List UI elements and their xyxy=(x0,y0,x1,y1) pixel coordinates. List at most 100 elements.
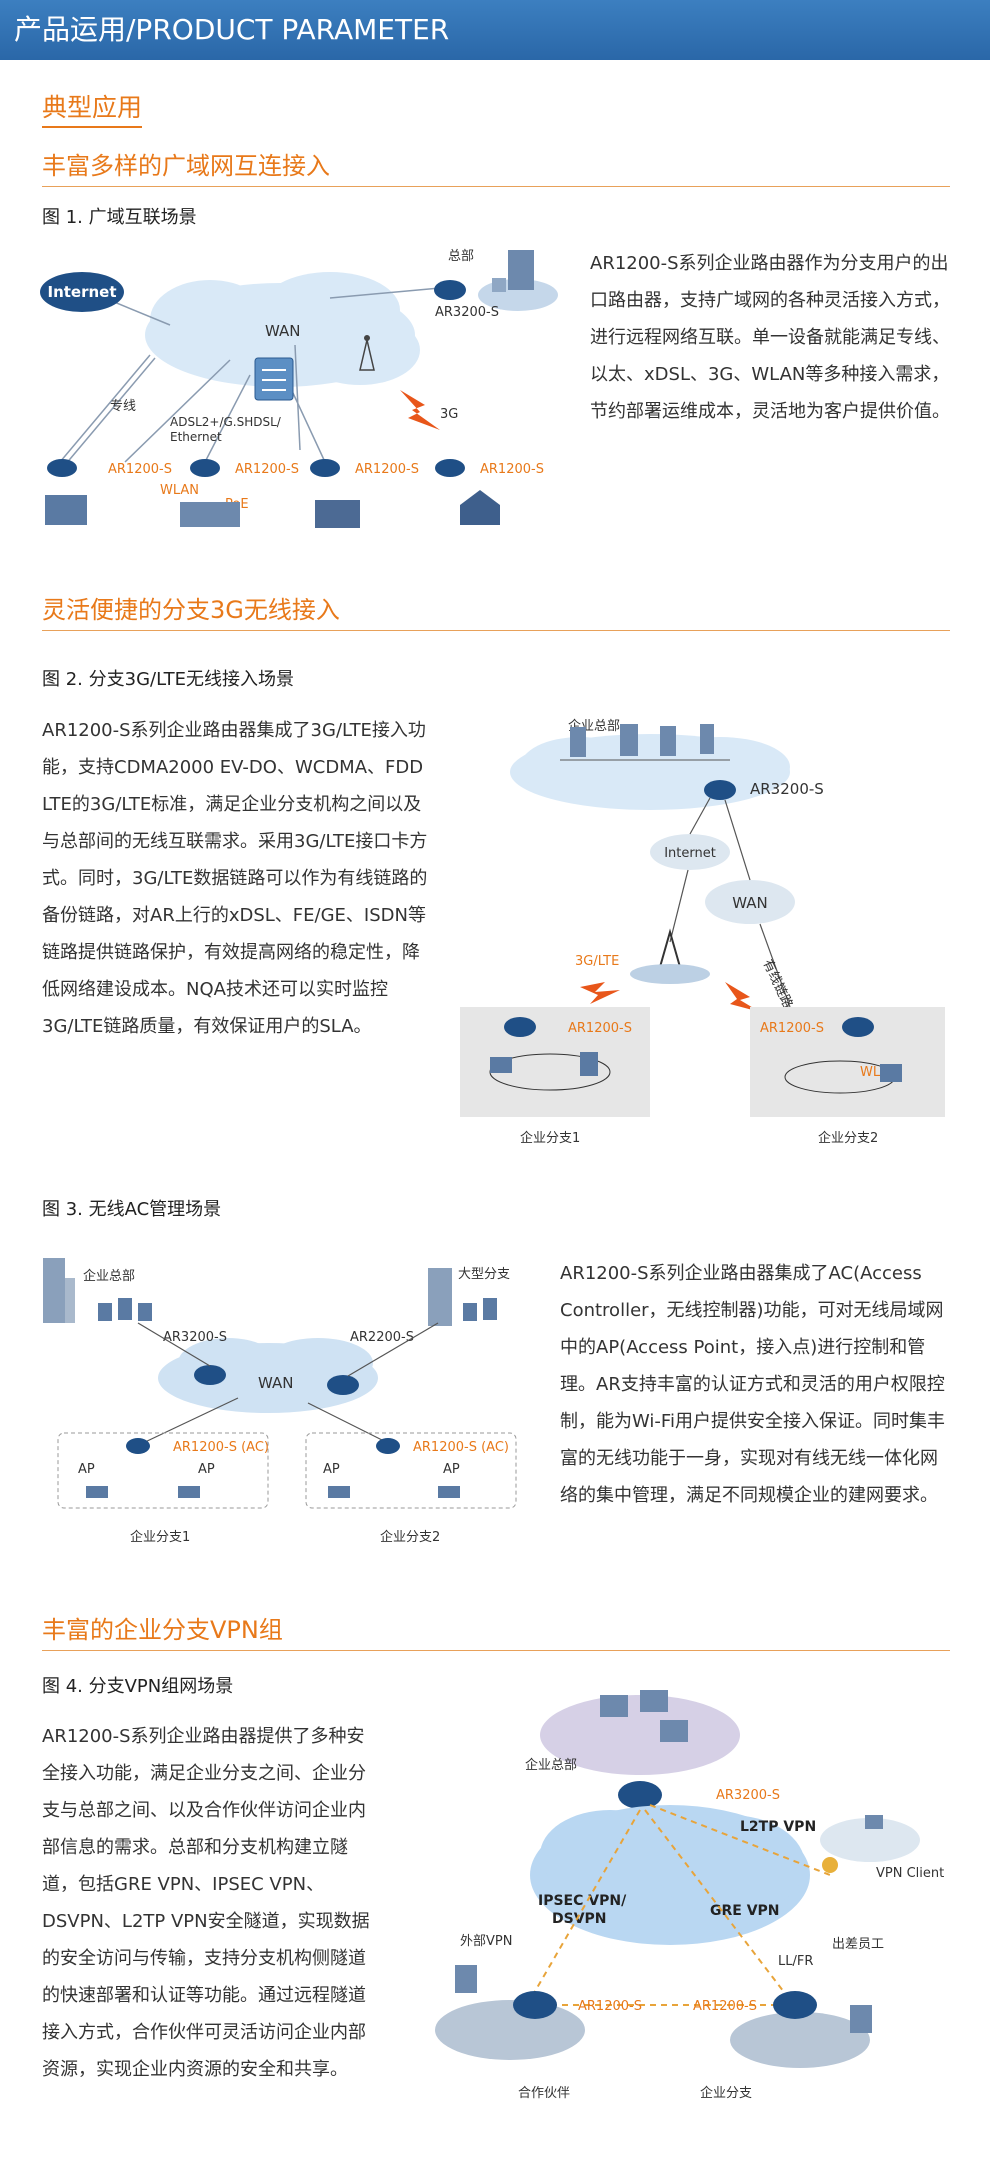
fig2-ar1200-label-1: AR1200-S xyxy=(568,1021,632,1036)
fig2-ar1200-label-2: AR1200-S xyxy=(760,1021,824,1036)
section-title-vpn: 丰富的企业分支VPN组 xyxy=(42,1616,283,1644)
fig2-hq-servers xyxy=(560,724,730,761)
fig2-ar1200-router-1 xyxy=(504,1017,536,1037)
fig2-wired-label: 有线链路 xyxy=(759,957,795,1011)
wlan-label: WLAN xyxy=(160,483,199,498)
fig4-traveler-label: 出差员工 xyxy=(832,1937,884,1952)
fig3-ac-router-2 xyxy=(376,1438,400,1454)
fig3-diagram: 企业总部 大型分支 WAN AR3200-S AR2200-S AR1200-S… xyxy=(43,1258,517,1545)
section-divider xyxy=(42,1650,950,1651)
fig2-diagram: 企业总部 AR3200-S Internet WAN 3G/LTE 有线链路 A… xyxy=(460,718,945,1146)
fig1-diagram: Internet WAN 总部 AR3200-S 3G 专线 ADSL2+/G.… xyxy=(40,249,558,528)
fig2-internet-cloud: Internet xyxy=(650,834,730,870)
fig4-hq-cloud xyxy=(540,1690,740,1775)
fig2-text: AR1200-S系列企业路由器集成了3G/LTE接入功能，支持CDMA2000 … xyxy=(42,720,428,1037)
fig3-ac-label-1: AR1200-S (AC) xyxy=(173,1440,269,1455)
fig4-ar1200-router-left xyxy=(513,1991,557,2019)
fig2-branch1-label: 企业分支1 xyxy=(520,1130,580,1146)
fig3-ar3200-label: AR3200-S xyxy=(163,1330,227,1345)
ar1200-label-4: AR1200-S xyxy=(480,462,544,477)
gateway-icon xyxy=(254,357,294,401)
branch-buildings xyxy=(45,490,500,528)
fig4-vpn-client xyxy=(820,1815,920,1873)
fig3-large-branch-building xyxy=(428,1268,452,1326)
fig4-llfr-label: LL/FR xyxy=(778,1954,813,1969)
3g-label: 3G xyxy=(440,407,458,422)
fig2-hq-cloud xyxy=(510,734,790,810)
fig3-branch1-label: 企业分支1 xyxy=(130,1529,190,1545)
ar1200-label-2: AR1200-S xyxy=(235,462,299,477)
fig4-l2tp-label: L2TP VPN xyxy=(740,1819,816,1835)
svg-text:WAN: WAN xyxy=(732,894,768,912)
fig2-caption: 图 2. 分支3G/LTE无线接入场景 xyxy=(42,669,294,690)
fig4-ar3200-label: AR3200-S xyxy=(716,1788,780,1803)
fig4-caption: 图 4. 分支VPN组网场景 xyxy=(42,1676,234,1697)
fig3-laptops xyxy=(86,1486,460,1498)
fig3-branch-devices-right xyxy=(463,1298,497,1321)
fig3-branch1-box xyxy=(57,1432,269,1509)
section-title-3g: 灵活便捷的分支3G无线接入 xyxy=(42,596,340,624)
wan-cloud xyxy=(145,272,420,387)
fig2-tower-icon xyxy=(630,928,710,984)
antenna-icon xyxy=(359,335,375,371)
fig4-vpn-cloud xyxy=(530,1805,810,1945)
fig2-links xyxy=(669,797,791,1008)
fig4-partner-site xyxy=(435,1965,585,2060)
ar1200-label-3: AR1200-S xyxy=(355,462,419,477)
fig3-ap-label-1: AP xyxy=(78,1462,95,1477)
fig2-lightning-left xyxy=(580,982,620,1004)
fig3-ar2200-router xyxy=(327,1375,359,1395)
ar3200-label: AR3200-S xyxy=(435,305,499,320)
fig3-hq-devices xyxy=(98,1298,152,1321)
ar1200-label-1: AR1200-S xyxy=(108,462,172,477)
fig1-text: AR1200-S系列企业路由器作为分支用户的出口路由器，支持广域网的各种灵活接入… xyxy=(590,253,950,422)
fig3-branch2-box xyxy=(305,1432,517,1509)
fig3-ap-label-3: AP xyxy=(323,1462,340,1477)
fig3-ar3200-router xyxy=(194,1365,226,1385)
fig3-links xyxy=(137,1322,439,1444)
fig3-caption: 图 3. 无线AC管理场景 xyxy=(42,1199,222,1220)
fig3-ac-label-2: AR1200-S (AC) xyxy=(413,1440,509,1455)
wan-label: WAN xyxy=(265,322,301,340)
fig4-branch-site xyxy=(730,2005,872,2068)
header-bar: 产品运用/PRODUCT PARAMETER xyxy=(0,0,990,60)
hq-building-icon xyxy=(478,250,558,311)
fig4-tunnels xyxy=(529,1804,831,2006)
hq-label: 总部 xyxy=(448,249,474,264)
fig2-lightning-right xyxy=(725,982,760,1012)
3g-lightning-icon xyxy=(400,390,440,430)
fig4-diagram: 企业总部 AR3200-S L2TP VPN IPSEC VPN/ DSVPN … xyxy=(435,1690,944,2101)
fig2-ar3200-router xyxy=(704,780,736,800)
fig4-ar1200-router-right xyxy=(773,1991,817,2019)
section-title-wan: 丰富多样的广域网互连接入 xyxy=(42,152,330,180)
leased-line-label: 专线 xyxy=(110,399,136,414)
fig4-ipsec-label: IPSEC VPN/ xyxy=(538,1893,627,1909)
section-divider xyxy=(42,630,950,631)
fig4-partner-label: 合作伙伴 xyxy=(518,2086,570,2101)
fig2-ar1200-router-2 xyxy=(842,1017,874,1037)
fig3-branch2-label: 企业分支2 xyxy=(380,1529,440,1545)
fig4-dsvpn-label: DSVPN xyxy=(552,1911,607,1927)
fig4-vpn-client-label: VPN Client xyxy=(876,1866,944,1881)
fig3-ac-router-1 xyxy=(126,1438,150,1454)
fig4-branch-label: 企业分支 xyxy=(700,2085,752,2101)
page-title: 产品运用/PRODUCT PARAMETER xyxy=(14,13,450,46)
fig4-gre-label: GRE VPN xyxy=(710,1903,780,1919)
ethernet-label: Ethernet xyxy=(170,430,222,444)
fig4-ar3200-router xyxy=(618,1781,662,1809)
fig4-ar1200-label-right: AR1200-S xyxy=(693,1999,757,2014)
fig2-3glte-label: 3G/LTE xyxy=(575,954,619,969)
fig1-caption: 图 1. 广域互联场景 xyxy=(42,207,197,228)
section-divider xyxy=(42,186,950,187)
fig3-ap-label-4: AP xyxy=(443,1462,460,1477)
fig2-ar3200-label: AR3200-S xyxy=(750,780,824,798)
fig4-ar1200-label-left: AR1200-S xyxy=(578,1999,642,2014)
fig4-text: AR1200-S系列企业路由器提供了多种安全接入功能，满足企业分支之间、企业分支… xyxy=(42,1726,370,2080)
fig2-branch2-label: 企业分支2 xyxy=(818,1130,878,1146)
main-heading: 典型应用 xyxy=(42,88,143,128)
branch-routers xyxy=(47,459,465,477)
adsl-label: ADSL2+/G.SHDSL/ xyxy=(170,415,282,429)
fig3-ar2200-label: AR2200-S xyxy=(350,1330,414,1345)
fig3-wan-label: WAN xyxy=(258,1374,294,1392)
fig2-wan-cloud: WAN xyxy=(705,880,795,924)
